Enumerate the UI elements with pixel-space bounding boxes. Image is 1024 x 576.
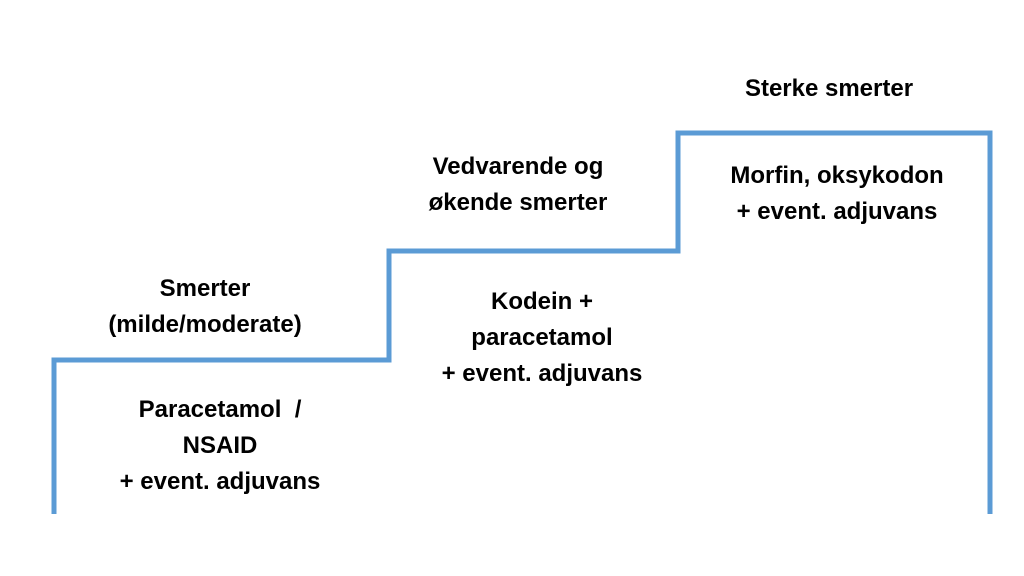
step-3-drug-line-2: + event. adjuvans	[736, 198, 938, 225]
step-1-drug-line-2: NSAID	[182, 432, 258, 459]
step-3-header: Sterke smerter	[745, 71, 913, 107]
step-3-header-line-1: Sterke smerter	[744, 75, 914, 102]
step-1-header-line-1: Smerter	[159, 275, 251, 302]
step-3-drugs: Morfin, oksykodon + event. adjuvans	[730, 158, 943, 230]
step-2-drug-line-3: + event. adjuvans	[441, 360, 643, 387]
step-1-drug-line-3: + event. adjuvans	[119, 468, 321, 495]
step-2-header-line-2: økende smerter	[428, 189, 608, 216]
step-3-drug-line-1: Morfin, oksykodon	[730, 162, 944, 189]
step-2-drug-line-1: Kodein +	[490, 288, 594, 315]
step-2-header-line-1: Vedvarende og	[432, 153, 604, 180]
step-1-header-line-2: (milde/moderate)	[108, 311, 302, 338]
staircase-line	[51, 130, 993, 514]
step-2-drugs: Kodein + paracetamol + event. adjuvans	[442, 284, 643, 392]
step-1-drug-line-1: Paracetamol /	[138, 396, 302, 423]
step-2-drug-line-2: paracetamol	[471, 324, 613, 351]
step-2-header: Vedvarende og økende smerter	[429, 149, 608, 221]
step-1-header: Smerter (milde/moderate)	[108, 271, 301, 343]
step-1-drugs: Paracetamol / NSAID + event. adjuvans	[120, 392, 321, 500]
